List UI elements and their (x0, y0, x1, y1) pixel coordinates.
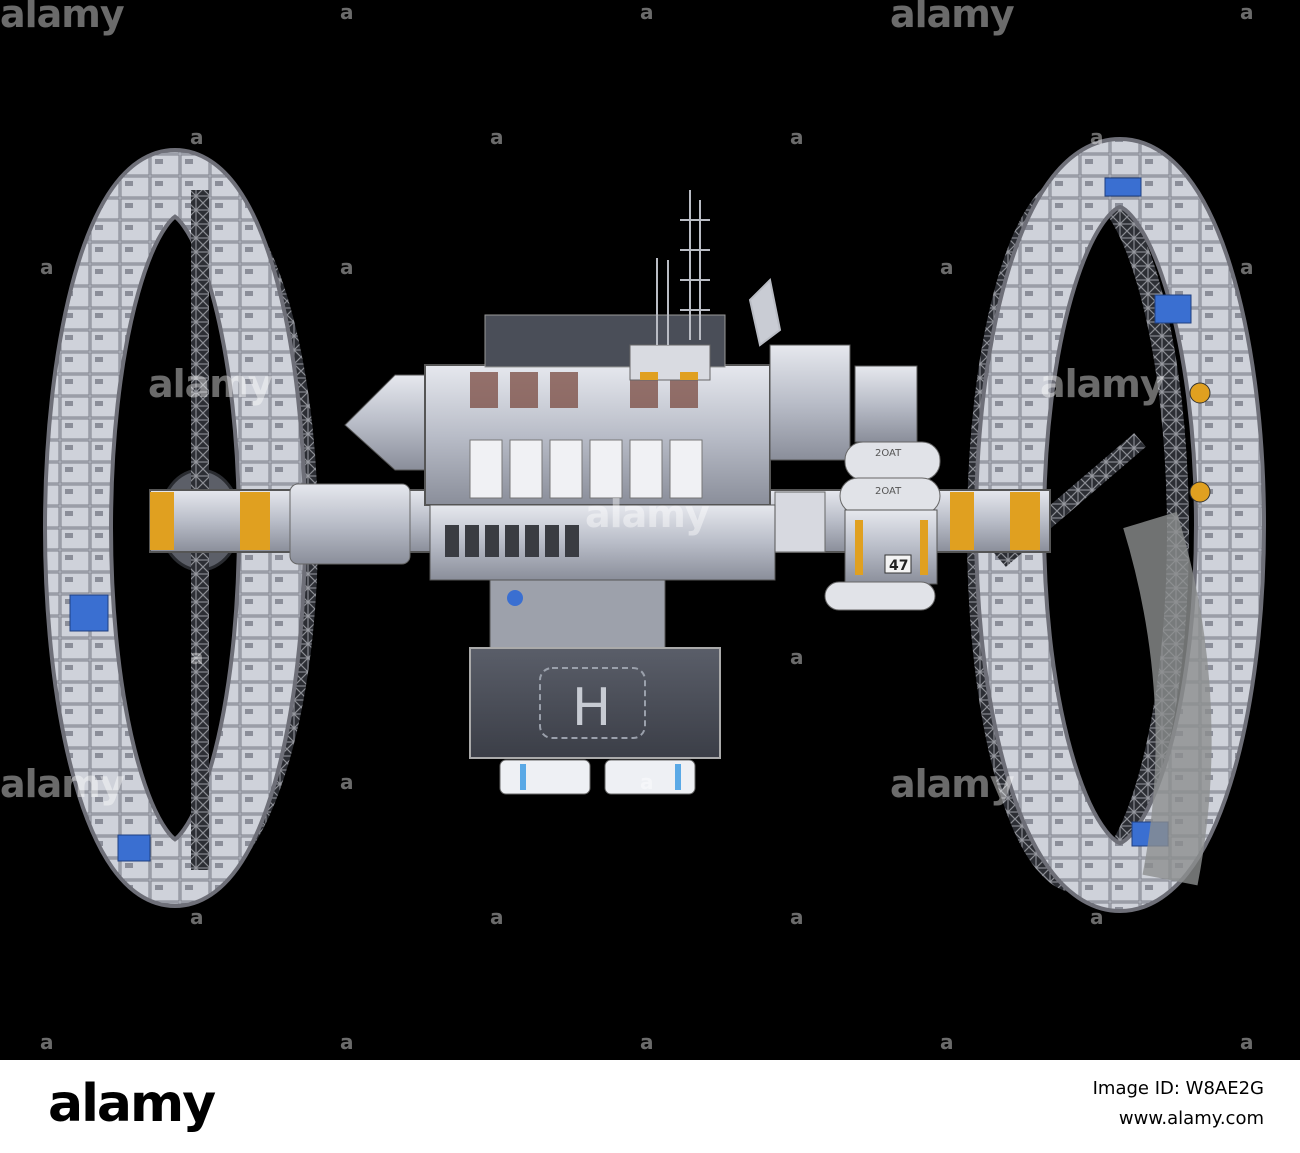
watermark-mark: a (1090, 125, 1104, 149)
main-module (344, 314, 851, 581)
watermark-text: alamy (890, 0, 1015, 36)
watermark-mark: a (790, 125, 804, 149)
alamy-logo: alamy (48, 1074, 216, 1134)
site-url[interactable]: www.alamy.com (1118, 1108, 1264, 1129)
watermark-mark: a (40, 1030, 54, 1054)
image-id: Image ID: W8AE2G (1092, 1078, 1264, 1099)
watermark-mark: a (1240, 0, 1254, 24)
module-number: 47 (889, 558, 908, 574)
watermark-text: alamy (148, 362, 273, 406)
watermark-mark: a (340, 770, 354, 794)
watermark-mark: a (190, 645, 204, 669)
watermark-text: alamy (0, 762, 125, 806)
watermark-mark: a (490, 905, 504, 929)
watermark-mark: a (1240, 1030, 1254, 1054)
watermark-text: alamy (0, 0, 125, 36)
watermark-mark: a (790, 645, 804, 669)
space-station-render: 2OAT 2OAT 47 H (43, 137, 1266, 913)
antenna-mast (656, 190, 782, 347)
watermark-mark: a (1240, 255, 1254, 279)
helipad-marking: H (572, 678, 611, 738)
watermark-text: alamy (585, 492, 710, 536)
watermark-text: alamy (890, 762, 1015, 806)
watermark-mark: a (940, 1030, 954, 1054)
watermark-mark: a (340, 0, 354, 24)
watermark-mark: a (640, 1030, 654, 1054)
watermark-mark: a (190, 125, 204, 149)
watermark-mark: a (790, 905, 804, 929)
lower-deck: H (469, 579, 721, 795)
watermark-text: alamy (1040, 362, 1165, 406)
stock-footer: alamy Image ID: W8AE2G www.alamy.com (0, 1060, 1300, 1153)
watermark-mark: a (40, 255, 54, 279)
watermark-mark: a (490, 125, 504, 149)
watermark-mark: a (190, 905, 204, 929)
pod-tag-2: 2OAT (875, 486, 902, 497)
watermark-mark: a (1090, 905, 1104, 929)
watermark-mark: a (340, 1030, 354, 1054)
watermark-mark: a (340, 255, 354, 279)
watermark-mark: a (640, 0, 654, 24)
watermark-mark: a (640, 770, 654, 794)
storage-tanks: 2OAT 2OAT 47 (824, 365, 941, 611)
watermark-mark: a (940, 255, 954, 279)
pod-tag-1: 2OAT (875, 448, 902, 459)
